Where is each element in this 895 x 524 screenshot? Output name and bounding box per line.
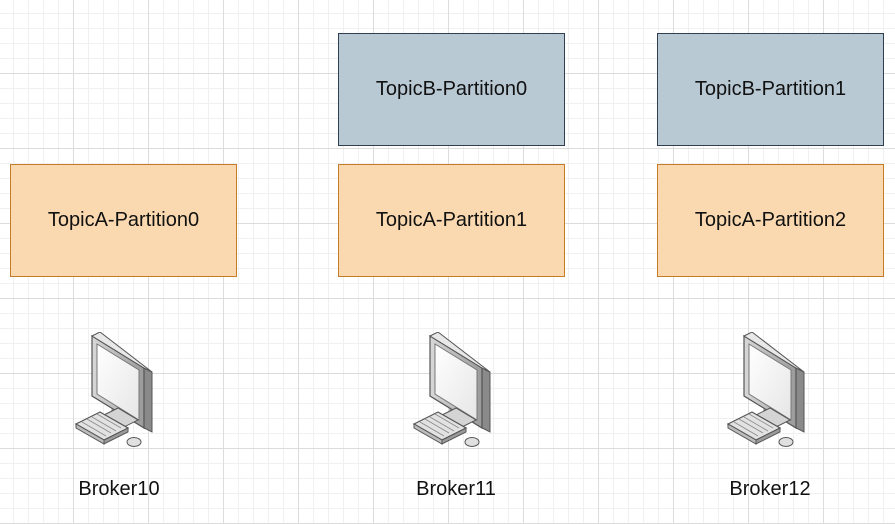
broker-label-broker12: Broker12 [729,478,811,500]
desktop-computer-icon[interactable] [72,332,162,450]
partition-box-topica-partition0[interactable]: TopicA-Partition0 [10,164,237,277]
broker-label-broker10: Broker10 [78,478,160,500]
broker-label-broker11: Broker11 [416,478,496,500]
partition-box-topica-partition1[interactable]: TopicA-Partition1 [338,164,565,277]
desktop-computer-icon[interactable] [724,332,814,450]
partition-box-topicb-partition0[interactable]: TopicB-Partition0 [338,33,565,146]
desktop-computer-icon[interactable] [410,332,500,450]
partition-box-topicb-partition1[interactable]: TopicB-Partition1 [657,33,884,146]
partition-box-topica-partition2[interactable]: TopicA-Partition2 [657,164,884,277]
